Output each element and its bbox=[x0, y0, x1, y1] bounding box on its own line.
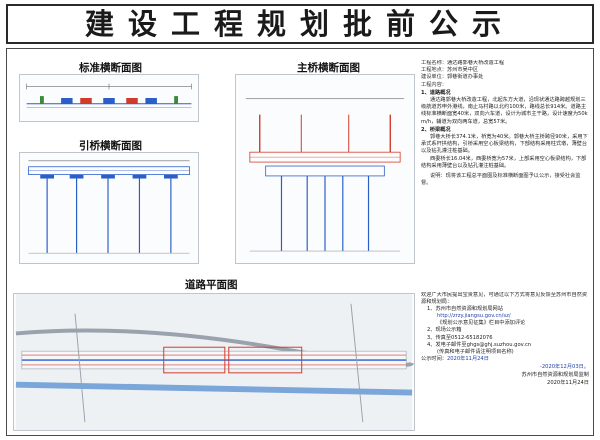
road-overview-text: 通达路郭巷大桥改造工程，北起东方大道，沿现状通达路跨越规划三级航道苏申外港线，南… bbox=[421, 97, 588, 125]
title-band: 建设工程规划批前公示 bbox=[6, 4, 594, 44]
approach-cross-section-drawing bbox=[19, 152, 199, 264]
page-title: 建设工程规划批前公示 bbox=[84, 6, 515, 41]
signing-date: 2020年11月24日 bbox=[547, 380, 589, 387]
road-plan-drawing bbox=[13, 293, 415, 431]
disclosure-period: 公示时间：2020年11月24日 bbox=[421, 356, 589, 363]
project-builder-label: 建设单位： bbox=[421, 74, 447, 81]
project-content-row: 工程内容： bbox=[421, 82, 589, 89]
disclosure-end-date: -2020年12月03日。 bbox=[539, 363, 589, 370]
road-overview-heading: 1、道路概况 bbox=[421, 89, 451, 96]
project-location-row: 工程地点：苏州市吴中区 bbox=[421, 67, 589, 74]
main-bridge-cross-section-drawing bbox=[235, 74, 415, 264]
feedback-item-website: 1、苏州市自然资源和规划局网站 bbox=[427, 306, 503, 313]
disclosure-period-label: 公示时间： bbox=[421, 355, 447, 362]
project-name-row: 工程名称：通达路郭巷大桥改造工程 bbox=[421, 60, 589, 67]
project-location: 苏州市吴中区 bbox=[446, 67, 479, 74]
notice-board: 标准横断面图 引桥横断面图 bbox=[6, 48, 594, 436]
disclosure-start-date: 2020年11月24日 bbox=[446, 355, 489, 362]
project-content-label: 工程内容： bbox=[421, 81, 447, 88]
feedback-item-box: 2、现场公示箱 bbox=[427, 327, 462, 334]
project-builder-row: 建设单位：郭巷街道办事处 bbox=[421, 74, 589, 81]
feedback-item-fax: 3、传真至0512-65182076 bbox=[427, 334, 493, 341]
project-name-label: 工程名称： bbox=[421, 60, 447, 66]
disclosure-note: 说明：现将该工程总平面图及标准横断面图予以公示，接受社会监督。 bbox=[421, 173, 581, 187]
main-bridge-text: 郭巷大桥长374.1米，桥宽为40米。郭巷大桥主桥跨径90米，采用下承式系杆拱结… bbox=[421, 134, 588, 155]
standard-cross-section-drawing bbox=[19, 74, 199, 122]
project-location-label: 工程地点： bbox=[421, 67, 447, 74]
plan-section-title: 道路平面图 bbox=[185, 279, 238, 291]
project-info-panel: 工程名称：通达路郭巷大桥改造工程 工程地点：苏州市吴中区 建设单位：郭巷街道办事… bbox=[421, 60, 589, 290]
signing-authority: 苏州市自然资源和规划局监制 bbox=[521, 372, 589, 379]
feedback-website-column: 《规划公示意见征集》栏目中添加评论 bbox=[437, 320, 526, 327]
feedback-website-link[interactable]: http://zrzy.jiangsu.gov.cn/sz/ bbox=[437, 313, 511, 320]
feedback-item-email: 4、发电子邮件至ghgs@ghj.suzhou.gov.cn bbox=[427, 341, 532, 348]
main-bridge-cross-section-svg bbox=[245, 98, 405, 252]
project-builder: 郭巷街道办事处 bbox=[446, 74, 484, 81]
standard-section-title: 标准横断面图 bbox=[79, 62, 142, 74]
feedback-email-note: (传真和电子邮件请注明项目名称) bbox=[437, 348, 514, 355]
approach-cross-section-svg bbox=[28, 160, 190, 254]
west-bridge-text: 西委桥长16.04米，西委桥宽为57米，上部采用空心板梁结构，下部结构采用薄壁台… bbox=[421, 155, 587, 169]
project-name: 通达路郭巷大桥改造工程 bbox=[446, 60, 505, 66]
bridge-overview-heading: 2、桥梁概况 bbox=[421, 126, 451, 133]
main-section-title: 主桥横断面图 bbox=[297, 62, 360, 74]
approach-section-title: 引桥横断面图 bbox=[79, 140, 142, 152]
feedback-panel: 欢迎广大市民提出宝贵意见，可通过以下方式将意见反馈至苏州市自然资源和规划局： 1… bbox=[421, 292, 589, 432]
feedback-intro: 欢迎广大市民提出宝贵意见，可通过以下方式将意见反馈至苏州市自然资源和规划局： bbox=[421, 292, 588, 306]
road-plan-svg bbox=[15, 294, 414, 430]
standard-cross-section-svg bbox=[26, 83, 192, 108]
